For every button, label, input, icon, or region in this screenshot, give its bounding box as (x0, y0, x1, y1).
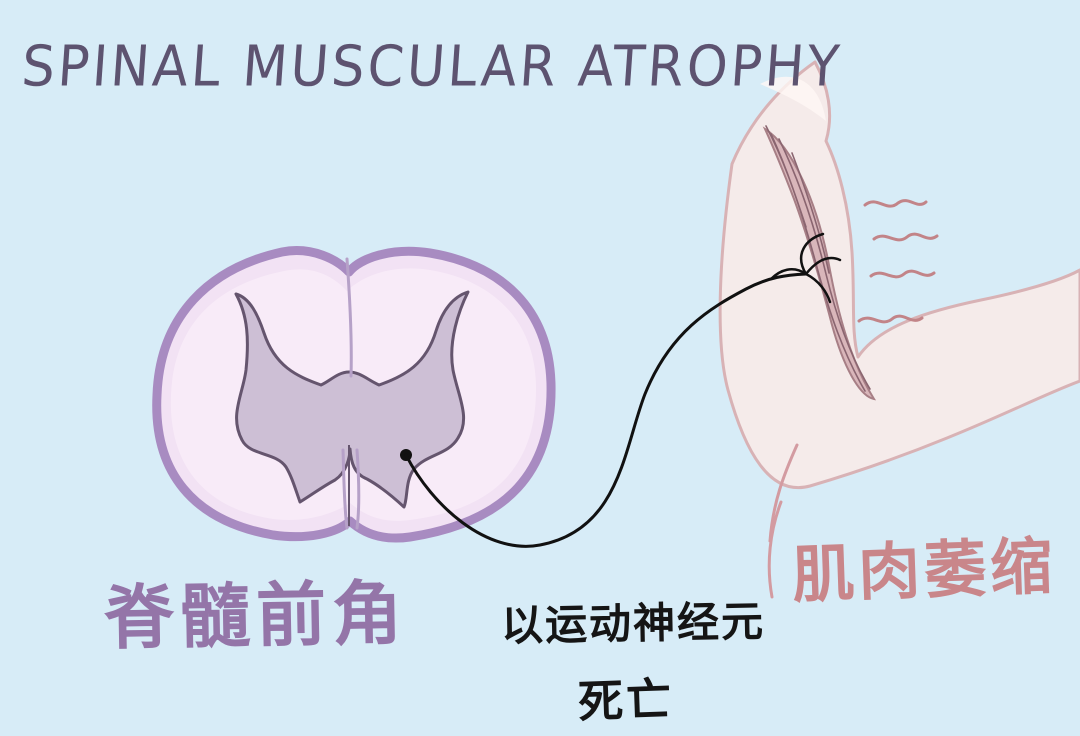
muscle-atrophy-label: 肌肉萎缩 (790, 529, 1058, 612)
motor-nerve-fiber (404, 272, 808, 548)
arm-highlight (760, 76, 826, 121)
motor-neuron-label: 以运动神经元 (500, 596, 766, 651)
arm-illustration (718, 60, 1080, 599)
diagram-title: SPINAL MUSCULAR ATROPHY (19, 34, 845, 100)
anterior-horn-label: 脊髓前角 (103, 572, 409, 660)
arm-skin (718, 60, 1080, 490)
muscle-belly (762, 126, 877, 401)
spinal-cord-cross-section (152, 246, 556, 543)
death-label: 死亡 (577, 672, 676, 729)
anterior-median-fissure (341, 257, 361, 530)
tremor-lines (857, 199, 939, 324)
arm-contour-lines (767, 443, 799, 599)
nerve-endings (769, 232, 842, 304)
muscle-fibers (765, 125, 871, 392)
motor-nerve-path (400, 232, 842, 548)
